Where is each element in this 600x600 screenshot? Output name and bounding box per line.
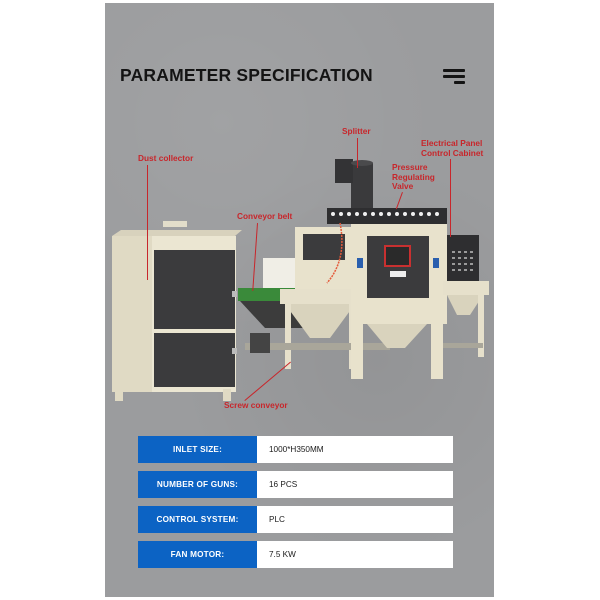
- callout-screw-conveyor: Screw conveyor: [224, 400, 288, 410]
- spec-value: 7.5 KW: [257, 541, 453, 568]
- sandblasting-machine-image: [112, 159, 489, 401]
- spec-label: INLET SIZE:: [138, 436, 257, 463]
- callout-conveyor-belt: Conveyor belt: [237, 211, 293, 221]
- callout-dust-collector: Dust collector: [138, 153, 194, 163]
- blasting-cabinet-illustration: [295, 159, 447, 379]
- control-cabinet-illustration: [443, 235, 489, 357]
- spec-label: FAN MOTOR:: [138, 541, 257, 568]
- page-title: PARAMETER SPECIFICATION: [120, 65, 373, 85]
- spec-row: NUMBER OF GUNS: 16 PCS: [138, 471, 453, 498]
- spec-value: PLC: [257, 506, 453, 533]
- content-panel: PARAMETER SPECIFICATION: [105, 3, 494, 597]
- spec-value: 1000*H350MM: [257, 436, 453, 463]
- spec-value: 16 PCS: [257, 471, 453, 498]
- leader-line: [450, 159, 452, 237]
- hamburger-menu-icon[interactable]: [443, 69, 465, 85]
- spec-row: INLET SIZE: 1000*H350MM: [138, 436, 453, 463]
- leader-line: [357, 138, 359, 168]
- callout-pressure-regulating-valve: Pressure Regulating Valve: [392, 162, 435, 191]
- leader-line: [147, 165, 149, 280]
- spec-label: NUMBER OF GUNS:: [138, 471, 257, 498]
- callout-electrical-panel: Electrical Panel Control Cabinet: [421, 138, 484, 158]
- callout-splitter: Splitter: [342, 126, 371, 136]
- spec-row: CONTROL SYSTEM: PLC: [138, 506, 453, 533]
- spec-label: CONTROL SYSTEM:: [138, 506, 257, 533]
- spec-row: FAN MOTOR: 7.5 KW: [138, 541, 453, 568]
- dust-collector-illustration: [112, 221, 242, 401]
